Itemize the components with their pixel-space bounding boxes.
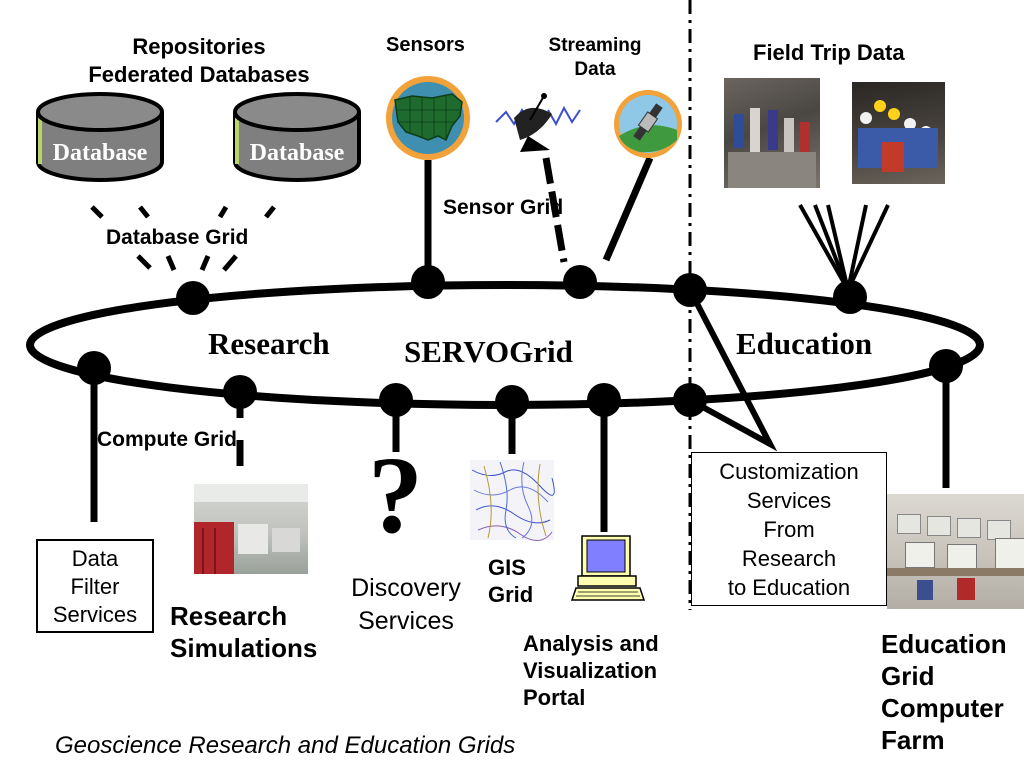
education-title: Education [736,326,873,361]
gis-grid-label: GIS Grid [488,554,533,608]
streaming-data-label: Streaming Data [530,34,660,82]
gis-line1: GIS [488,555,526,580]
field-trip-photo-1 [724,78,820,188]
satellite-connector [602,156,654,262]
research-simulations-line1: Research [170,601,288,631]
gis-line2: Grid [488,582,534,607]
customization-line5: to Education [727,575,851,600]
discovery-line1: Discovery [351,574,461,602]
computer-farm-photo [887,494,1024,609]
edu-farm-line4: Farm [881,725,945,755]
analysis-line3: Portal [523,685,586,710]
customization-line1: Customization [719,459,859,484]
repositories-line2: Federated Databases [88,62,310,87]
ring-nodes [77,265,963,419]
field-trip-connectors [798,204,890,291]
sensors-label: Sensors [386,34,465,56]
edu-farm-line1: Education [881,629,1007,659]
node-sensor-grid [563,265,597,299]
servogrid-title: SERVOGrid [404,334,573,369]
repositories-line1: Repositories [132,34,266,59]
research-simulations-line2: Simulations [170,633,318,663]
field-trip-photo-2 [852,82,945,184]
database-label-2: Database [249,140,345,166]
streaming-line1: Streaming [548,35,642,56]
customization-line4: Research [741,546,837,571]
edu-farm-line3: Computer [881,693,1004,723]
discovery-line2: Services [358,607,454,635]
node-gis [495,385,529,419]
database-grid-label: Database Grid [106,226,249,249]
database-grid-connectors [90,205,276,272]
discovery-services-label: Discovery Services [338,572,474,638]
edu-farm-line2: Grid [881,661,935,691]
compute-grid-label: Compute Grid [97,428,237,451]
node-customization-bottom [673,383,707,417]
data-filter-line3: Services [52,602,138,627]
streaming-line2: Data [574,59,616,80]
dish-connector [542,157,568,263]
node-data-filter [77,351,111,385]
node-computer-farm [929,349,963,383]
data-filter-services-box: Data Filter Services [36,539,154,633]
supercomputer-photo [194,484,308,574]
sensor-grid-label: Sensor Grid [443,196,564,219]
database-label-1: Database [52,140,148,166]
repositories-label: Repositories Federated Databases [40,33,358,89]
analysis-line2: Visualization [523,658,658,683]
customization-services-box: Customization Services From Research to … [691,452,887,606]
node-customization-top [673,273,707,307]
node-discovery [379,383,413,417]
question-mark-icon: ? [368,434,423,556]
customization-line2: Services [746,488,832,513]
figure-caption: Geoscience Research and Education Grids [55,732,516,759]
analysis-portal-label: Analysis and Visualization Portal [523,630,659,711]
node-database-grid [176,281,210,315]
data-filter-line2: Filter [70,574,120,599]
research-title: Research [208,326,330,361]
education-computer-farm-label: Education Grid Computer Farm [881,628,1007,756]
field-trip-label: Field Trip Data [753,40,905,65]
data-filter-line1: Data [71,546,119,571]
analysis-line1: Analysis and [523,631,659,656]
customization-connector [687,288,778,452]
customization-line3: From [763,517,815,542]
node-portal [587,383,621,417]
node-compute-grid [223,375,257,409]
research-simulations-label: Research Simulations [170,600,317,664]
node-sensors [411,265,445,299]
node-field-trip [833,280,867,314]
